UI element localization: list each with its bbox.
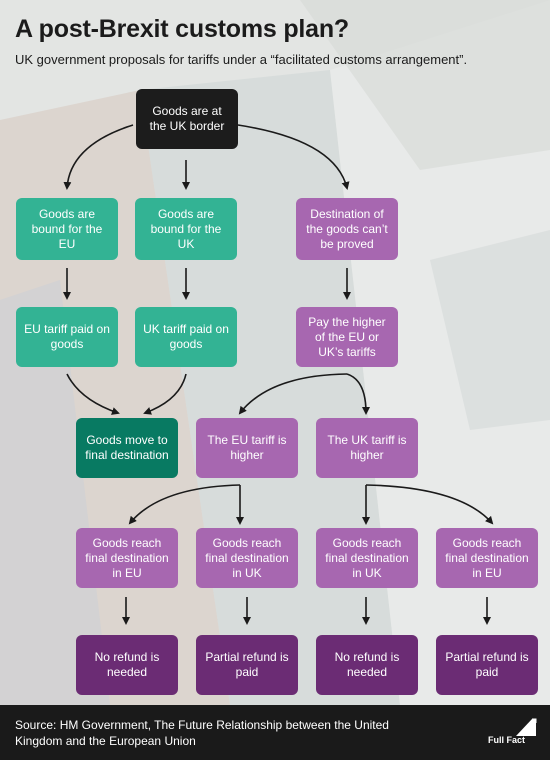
arrow-higher-to-euhigher — [238, 373, 348, 415]
node-uk-tariff-paid: UK tariff paid on goods — [135, 307, 237, 367]
page-subtitle: UK government proposals for tariffs unde… — [15, 52, 468, 67]
arrow-border-to-unproved — [237, 124, 350, 190]
node-reach-eu-1: Goods reach final destination in EU — [76, 528, 178, 588]
node-no-refund-1: No refund is needed — [76, 635, 178, 695]
node-goods-at-border: Goods are at the UK border — [136, 89, 238, 149]
arrow-euhigher-to-reacheu — [128, 484, 241, 525]
node-uk-tariff-higher: The UK tariff is higher — [316, 418, 418, 478]
arrow-uktariff-to-final — [143, 373, 187, 415]
header: A post-Brexit customs plan? UK governmen… — [15, 14, 540, 68]
footer: Source: HM Government, The Future Relati… — [0, 705, 550, 760]
node-destination-unproved: Destination of the goods can’t be proved — [296, 198, 398, 260]
logo-text: Full Fact — [488, 735, 526, 745]
node-reach-eu-2: Goods reach final destination in EU — [436, 528, 538, 588]
arrow-border-to-eu — [63, 124, 134, 190]
node-pay-higher-tariff: Pay the higher of the EU or UK’s tariffs — [296, 307, 398, 367]
arrow-eutariff-to-final — [66, 373, 120, 415]
node-eu-tariff-paid: EU tariff paid on goods — [16, 307, 118, 367]
full-fact-logo-icon — [516, 718, 537, 736]
node-reach-uk-2: Goods reach final destination in UK — [316, 528, 418, 588]
node-bound-for-eu: Goods are bound for the EU — [16, 198, 118, 260]
node-move-final-destination: Goods move to final destination — [76, 418, 178, 478]
source-note: Source: HM Government, The Future Relati… — [15, 718, 389, 748]
arrow-ukhigher-to-reacheu — [365, 484, 494, 525]
arrow-higher-to-ukhigher — [346, 373, 370, 415]
node-bound-for-uk: Goods are bound for the UK — [135, 198, 237, 260]
flow-arrows — [63, 124, 494, 625]
node-no-refund-2: No refund is needed — [316, 635, 418, 695]
node-partial-refund-2: Partial refund is paid — [436, 635, 538, 695]
node-eu-tariff-higher: The EU tariff is higher — [196, 418, 298, 478]
page-title: A post-Brexit customs plan? — [15, 15, 349, 43]
full-fact-logo: Full Fact — [488, 717, 542, 751]
node-reach-uk-1: Goods reach final destination in UK — [196, 528, 298, 588]
node-partial-refund-1: Partial refund is paid — [196, 635, 298, 695]
